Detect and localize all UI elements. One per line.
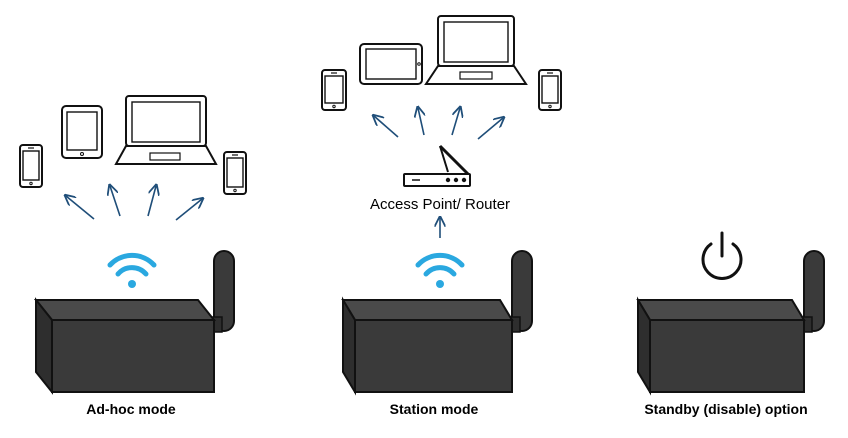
wireless-device-box [341, 250, 533, 396]
wireless-device-box [636, 250, 825, 396]
adhoc-signal-arrows [66, 186, 202, 221]
arrow-up-icon [110, 186, 121, 217]
phone-icon [19, 144, 43, 188]
power-icon [701, 231, 743, 280]
standby-panel: Standby (disable) option [636, 231, 825, 417]
station-client-devices [321, 15, 562, 111]
antenna [803, 250, 825, 332]
wireless-device-box [33, 250, 235, 395]
antenna [511, 250, 533, 332]
wifi-icon [107, 252, 157, 288]
arrow-up-icon [477, 118, 503, 140]
station-mode-label: Station mode [390, 401, 479, 417]
tablet-icon [61, 105, 103, 159]
phone-icon [223, 151, 247, 195]
access-point-label: Access Point/ Router [370, 196, 510, 213]
phone-icon [538, 69, 562, 111]
arrow-up-icon [451, 108, 460, 136]
laptop-icon [424, 15, 528, 85]
phone-icon [321, 69, 347, 111]
adhoc-panel: Ad-hoc mode [19, 95, 247, 417]
arrow-up-icon [374, 116, 399, 138]
standby-option-label: Standby (disable) option [644, 401, 807, 417]
station-panel: Access Point/ Router Station mode [321, 15, 562, 417]
wifi-icon [415, 252, 465, 288]
tablet-icon [359, 43, 423, 85]
antenna [213, 250, 235, 332]
station-signal-arrows [374, 108, 503, 140]
arrow-up-icon [418, 108, 424, 136]
adhoc-mode-label: Ad-hoc mode [86, 401, 176, 417]
arrow-up-icon [66, 196, 95, 220]
arrow-up-icon [147, 186, 156, 217]
laptop-icon [114, 95, 218, 165]
adhoc-client-devices [19, 95, 247, 195]
router-icon [403, 144, 471, 187]
arrow-up-icon [175, 199, 202, 221]
